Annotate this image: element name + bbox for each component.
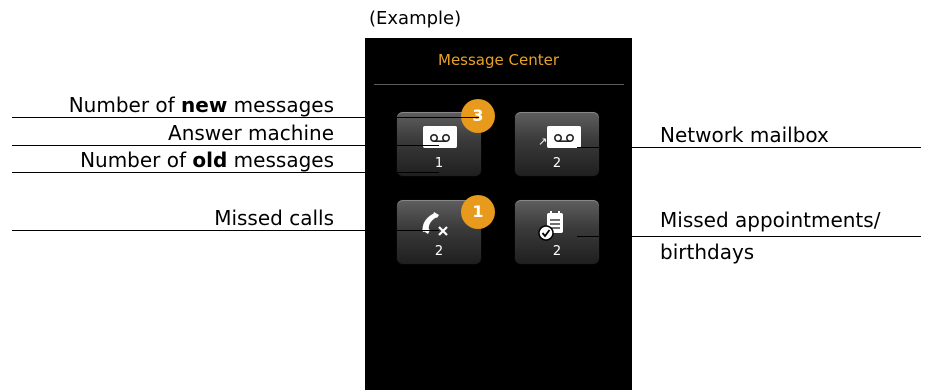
network-mailbox-count: 2	[552, 156, 562, 171]
appointments-label-line1: Missed appointments/	[660, 208, 881, 232]
new-messages-leader-line	[12, 117, 479, 118]
message-center-screen: Message Center 1 3 ↗ 2	[365, 38, 632, 390]
screen-title: Message Center	[438, 51, 559, 69]
missed-calls-count: 2	[434, 244, 444, 259]
missed-call-icon	[422, 212, 448, 236]
network-mailbox-tile[interactable]: ↗ 2	[515, 112, 599, 176]
answer-machine-label: Answer machine	[168, 121, 334, 145]
missed-calls-label: Missed calls	[214, 206, 334, 230]
new-messages-badge: 3	[464, 102, 492, 130]
new-messages-label: Number of new messages	[68, 93, 334, 117]
network-tape-icon	[547, 126, 581, 148]
tape-icon	[423, 126, 457, 148]
forward-arrow-icon: ↗	[538, 135, 548, 148]
network-mailbox-leader-line	[577, 147, 921, 148]
answer-machine-count: 1	[434, 156, 444, 171]
calendar-check-icon	[538, 211, 563, 241]
old-messages-leader-line	[12, 172, 439, 173]
network-mailbox-label: Network mailbox	[660, 123, 829, 147]
appointments-leader-line	[577, 236, 921, 237]
old-messages-label: Number of old messages	[80, 148, 334, 172]
answer-machine-leader-line	[12, 145, 439, 146]
missed-calls-badge: 1	[464, 198, 492, 226]
missed-appointments-count: 2	[552, 244, 562, 259]
missed-calls-leader-line	[12, 230, 439, 231]
example-caption: (Example)	[369, 8, 462, 29]
missed-appointments-tile[interactable]: 2	[515, 200, 599, 264]
title-divider	[374, 84, 624, 85]
appointments-label-line2: birthdays	[660, 240, 755, 264]
